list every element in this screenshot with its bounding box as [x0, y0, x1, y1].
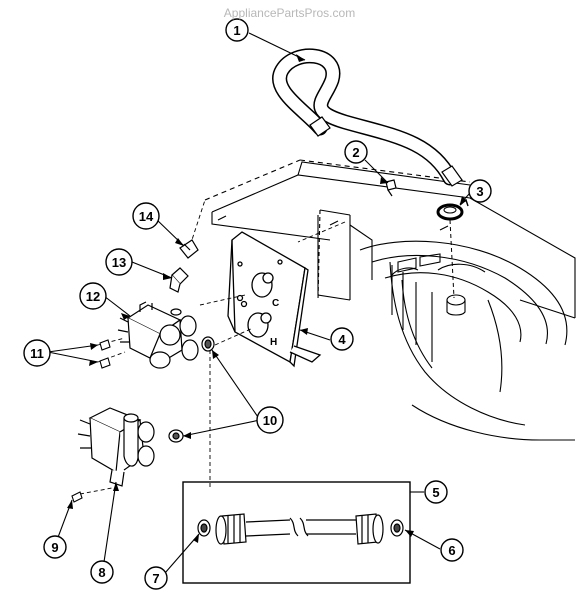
watermark: AppliancePartsPros.com: [223, 6, 356, 20]
callout-14-number: 14: [139, 209, 154, 224]
lower-valve-screw: [71, 491, 83, 503]
washer-cabinet-outline: [204, 159, 576, 441]
callout-14-circle: [132, 202, 160, 230]
callout-7-circle: [144, 566, 168, 590]
water-inlet-valve-lower: [77, 407, 155, 487]
callout-12-circle: [79, 282, 107, 310]
callout-10-number: 10: [263, 413, 277, 428]
callout-5-circle: [424, 480, 448, 504]
callout-3-number: 3: [476, 184, 483, 199]
callout-13-number: 13: [112, 255, 126, 270]
callout-1-circle: [225, 18, 249, 42]
callout-9-circle: [43, 535, 67, 559]
callout-6-circle: [440, 538, 464, 562]
connector-tube: [169, 267, 189, 293]
callout-13-circle: [105, 248, 133, 276]
callout-11-number: 11: [30, 346, 44, 361]
valve-screws: [99, 339, 111, 369]
leader-arrowheads: [67, 54, 467, 543]
callout-9-number: 9: [51, 540, 58, 555]
water-inlet-valve-upper: [117, 301, 199, 369]
inlet-hose-assembly: [197, 513, 404, 545]
fill-hose: [272, 48, 463, 187]
callout-markers: [23, 18, 492, 590]
callout-4-circle: [330, 327, 354, 351]
callout-2-number: 2: [352, 145, 359, 160]
callout-8-circle: [90, 560, 114, 584]
callout-5-number: 5: [432, 485, 439, 500]
callout-4-number: 4: [338, 332, 346, 347]
callout-11-circle: [23, 339, 51, 367]
callout-1-number: 1: [233, 23, 240, 38]
plate-letter-c: C: [272, 298, 279, 309]
callout-8-number: 8: [98, 565, 105, 580]
plate-letter-h: H: [270, 337, 277, 348]
callout-labels: 1 2 3 4 5 6 7 8 9 10 11 12 13 14: [30, 23, 483, 586]
inlet-screen-washers: [168, 336, 215, 443]
clamp-leader-dashed: [449, 219, 455, 299]
mounting-screw: [385, 179, 397, 197]
callout-10-circle: [256, 406, 284, 434]
inlet-nozzle: [179, 239, 199, 259]
callout-6-number: 6: [448, 543, 455, 558]
callout-12-number: 12: [86, 289, 100, 304]
callout-3-circle: [468, 179, 492, 203]
callout-7-number: 7: [152, 571, 159, 586]
callout-2-circle: [344, 140, 368, 164]
hose-clamp: [436, 198, 469, 221]
